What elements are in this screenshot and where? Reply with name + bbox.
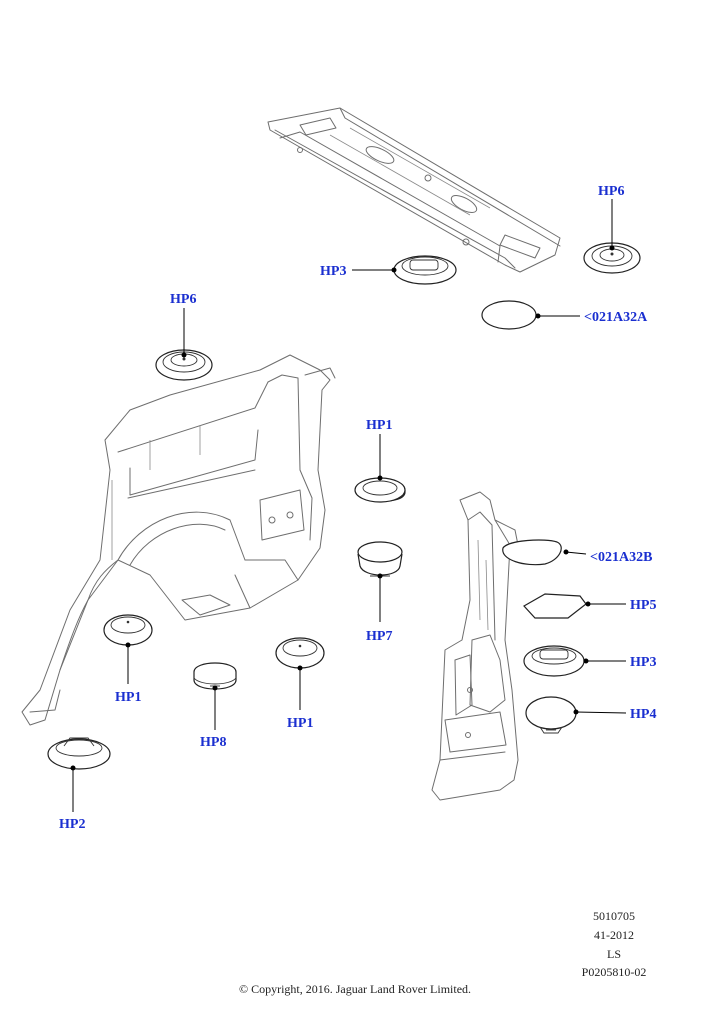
- hp2-plug: [47, 737, 111, 770]
- copyright: © Copyright, 2016. Jaguar Land Rover Lim…: [238, 982, 472, 996]
- footer-code-4: P0205810-02: [581, 965, 647, 979]
- callout-hp5[interactable]: HP5: [630, 598, 656, 613]
- hp5-seal: [523, 593, 587, 619]
- footer-code-1: 5010705: [593, 909, 635, 923]
- callout-hp2[interactable]: HP2: [59, 817, 85, 832]
- hp8-plug: [193, 662, 237, 690]
- footer-code-2: 41-2012: [594, 928, 634, 942]
- callout-hp8[interactable]: HP8: [200, 735, 226, 750]
- hp4-plug: [525, 696, 577, 734]
- callout-hp4[interactable]: HP4: [630, 707, 656, 722]
- hp3-plug-top: [393, 255, 457, 285]
- callout-hp3-right[interactable]: HP3: [630, 655, 656, 670]
- left-body-side: [21, 354, 336, 726]
- hp3-plug-right: [523, 645, 585, 677]
- hp7-plug: [357, 541, 403, 577]
- callout-021a32a[interactable]: <021A32A: [584, 310, 648, 325]
- seal-021a32b: [502, 539, 562, 566]
- leader-lines: [70, 199, 627, 812]
- callout-hp1-mid[interactable]: HP1: [366, 418, 392, 433]
- hp1-plug-mid: [354, 477, 406, 503]
- hp1-plug-center: [275, 637, 325, 669]
- hp1-plug-left: [103, 614, 153, 646]
- callout-021a32b[interactable]: <021A32B: [590, 550, 652, 565]
- hp6-plug-left: [155, 349, 213, 381]
- seal-021a32a: [481, 300, 537, 330]
- rear-cross-member: [267, 107, 561, 273]
- callout-hp3-top[interactable]: HP3: [320, 264, 346, 279]
- footer-code-3: LS: [606, 947, 621, 961]
- callout-hp6-top[interactable]: HP6: [598, 184, 624, 199]
- callout-hp1-left[interactable]: HP1: [115, 690, 141, 705]
- callout-hp7[interactable]: HP7: [366, 629, 392, 644]
- callout-hp6-left[interactable]: HP6: [170, 292, 196, 307]
- callout-hp1-center[interactable]: HP1: [287, 716, 313, 731]
- right-body-side: [431, 491, 519, 801]
